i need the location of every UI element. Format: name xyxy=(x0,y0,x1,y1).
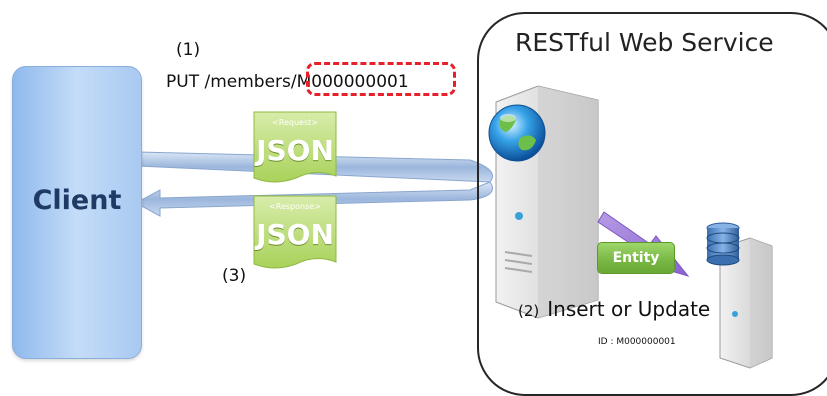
diagram-canvas xyxy=(134,85,773,369)
response-document xyxy=(253,195,337,269)
request-caption: <Request> xyxy=(272,118,318,127)
step2-text: Insert or Update xyxy=(547,297,711,321)
step2-label: (2) Insert or Update xyxy=(518,297,710,321)
request-document xyxy=(253,111,337,183)
database-server-icon xyxy=(706,222,773,369)
resource-id-highlight xyxy=(306,62,456,96)
request-method-path: PUT /members/ xyxy=(166,72,297,92)
request-resource-id: M000000001 xyxy=(296,72,409,92)
entity-badge: Entity xyxy=(597,242,675,274)
request-json-title: JSON xyxy=(256,134,334,167)
client-label: Client xyxy=(32,185,122,216)
service-title: RESTful Web Service xyxy=(515,28,774,57)
response-document-labels: <Response> JSON xyxy=(254,198,336,258)
request-document-labels: <Request> JSON xyxy=(254,114,336,174)
server-icon xyxy=(495,85,599,319)
entity-id-note: ID : M000000001 xyxy=(598,337,676,347)
client-box xyxy=(12,66,142,359)
step2-number: (2) xyxy=(518,302,540,320)
step1-number: (1) xyxy=(176,40,201,60)
globe-icon xyxy=(488,104,546,162)
step3-number: (3) xyxy=(222,266,247,286)
response-caption: <Response> xyxy=(269,202,321,211)
response-json-title: JSON xyxy=(256,218,334,251)
request-line: PUT /members/M000000001 xyxy=(166,72,409,92)
